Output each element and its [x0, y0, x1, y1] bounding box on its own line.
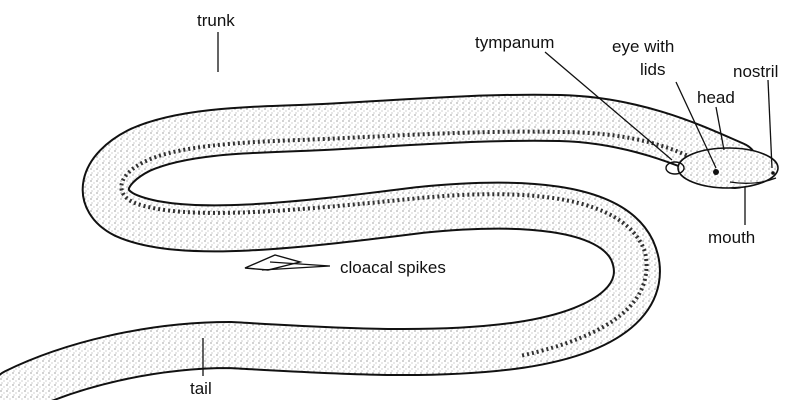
eye-label-line1: eye with: [612, 37, 674, 56]
trunk-label: trunk: [197, 11, 235, 30]
tail-label: tail: [190, 379, 212, 398]
nostril-mark: [771, 171, 775, 175]
tympanum-label: tympanum: [475, 33, 554, 52]
mouth-label: mouth: [708, 228, 755, 247]
head-label: head: [697, 88, 735, 107]
body-fill: [15, 118, 735, 392]
cloacal-spikes-label: cloacal spikes: [340, 258, 446, 277]
eye-mark: [713, 169, 719, 175]
nostril-label: nostril: [733, 62, 778, 81]
animal-body: [15, 118, 778, 392]
nostril-leader: [768, 80, 772, 168]
eye-label-line2: lids: [640, 60, 666, 79]
